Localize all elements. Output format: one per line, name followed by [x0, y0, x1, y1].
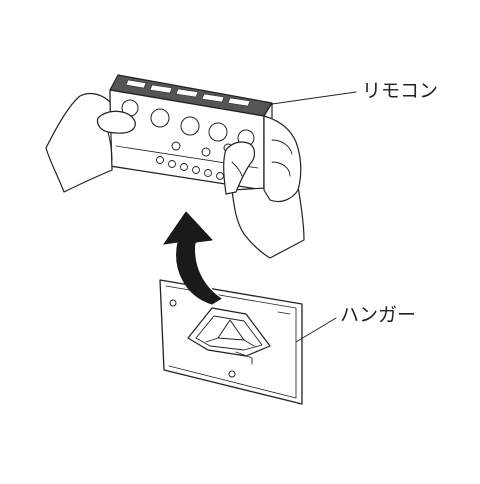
remote-button-11: [180, 163, 188, 171]
left-hand: [45, 92, 136, 193]
remote-button-14: [216, 172, 224, 180]
remote-button-4: [208, 122, 228, 142]
hanger-plate: [159, 279, 303, 405]
hanger-label: ハンガー: [340, 304, 417, 326]
remote-label: リモコン: [362, 80, 439, 102]
screw-hole-bottom-center: [228, 370, 236, 378]
remote-button-2: [150, 108, 170, 128]
screw-hole-top-left: [169, 299, 177, 307]
remote-button-13: [204, 169, 212, 177]
callout-lines: [271, 91, 357, 343]
remote-button-3: [180, 116, 200, 136]
remote-button-9: [156, 156, 164, 164]
remote-button-12: [192, 166, 200, 174]
remote-button-6: [171, 141, 181, 151]
hanger-callout-line: [295, 317, 337, 343]
right-hand: [223, 115, 305, 259]
insert-direction-arrow: [163, 211, 223, 305]
remote-button-7: [201, 147, 211, 157]
remote-button-10: [168, 160, 176, 168]
remote-control: [109, 74, 273, 191]
remote-callout-line: [271, 91, 357, 105]
